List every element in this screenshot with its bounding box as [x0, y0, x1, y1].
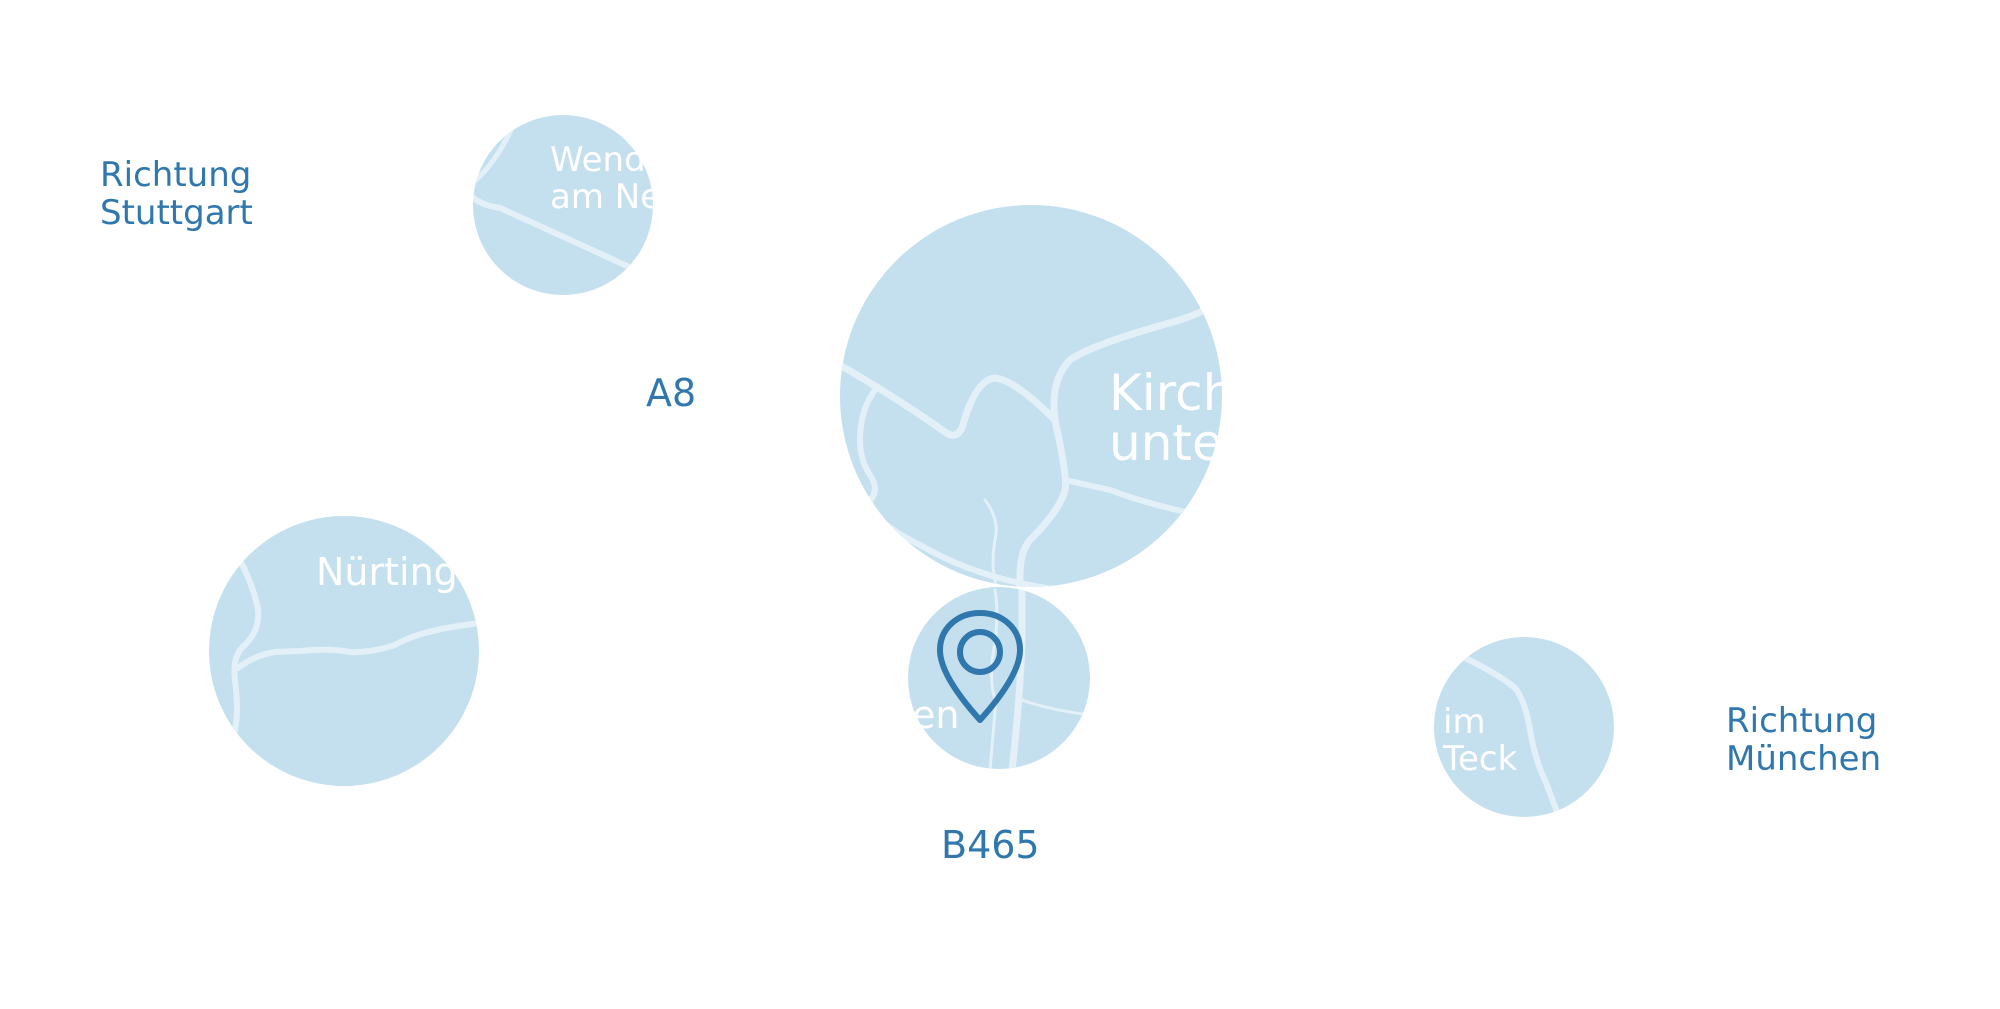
road-label-b465: B465	[941, 823, 1040, 867]
direction-stuttgart-line1: Richtung	[100, 155, 251, 195]
town-label-wendlingen-2: am Ne	[550, 177, 661, 217]
direction-stuttgart-line2: Stuttgart	[100, 193, 253, 233]
town-label-wendlingen-1: Wend	[550, 140, 646, 180]
town-bubble-nuertingen[interactable]: Nürting	[209, 516, 480, 786]
town-label-owen-2: Teck	[1442, 739, 1518, 779]
road-label-a8: A8	[646, 371, 696, 415]
town-label-owen-1: im	[1443, 702, 1486, 742]
town-label-kirchheim-1: Kirch	[1109, 364, 1234, 422]
svg-text:Kirch unte: Kirch unte	[1109, 364, 1250, 472]
town-bubble-dettingen[interactable]: en	[908, 575, 1090, 770]
direction-muenchen-line2: München	[1726, 739, 1881, 779]
town-label-kirchheim-2: unte	[1109, 414, 1223, 472]
direction-muenchen-line1: Richtung	[1726, 701, 1877, 741]
town-bubble-wendlingen[interactable]: Wend am Ne	[470, 115, 661, 295]
direction-stuttgart: Richtung Stuttgart	[100, 155, 262, 233]
town-label-dettingen: en	[912, 693, 959, 737]
town-label-nuertingen: Nürting	[316, 550, 458, 594]
town-bubble-kirchheim[interactable]: Kirch unte	[840, 205, 1250, 620]
town-bubble-owen[interactable]: im Teck	[1434, 637, 1614, 820]
svg-text:im Teck: im Teck	[1442, 702, 1518, 779]
direction-muenchen: Richtung München	[1726, 701, 1888, 779]
svg-text:Wend am Ne: Wend am Ne	[550, 140, 661, 217]
location-pin-icon[interactable]	[937, 610, 1023, 723]
